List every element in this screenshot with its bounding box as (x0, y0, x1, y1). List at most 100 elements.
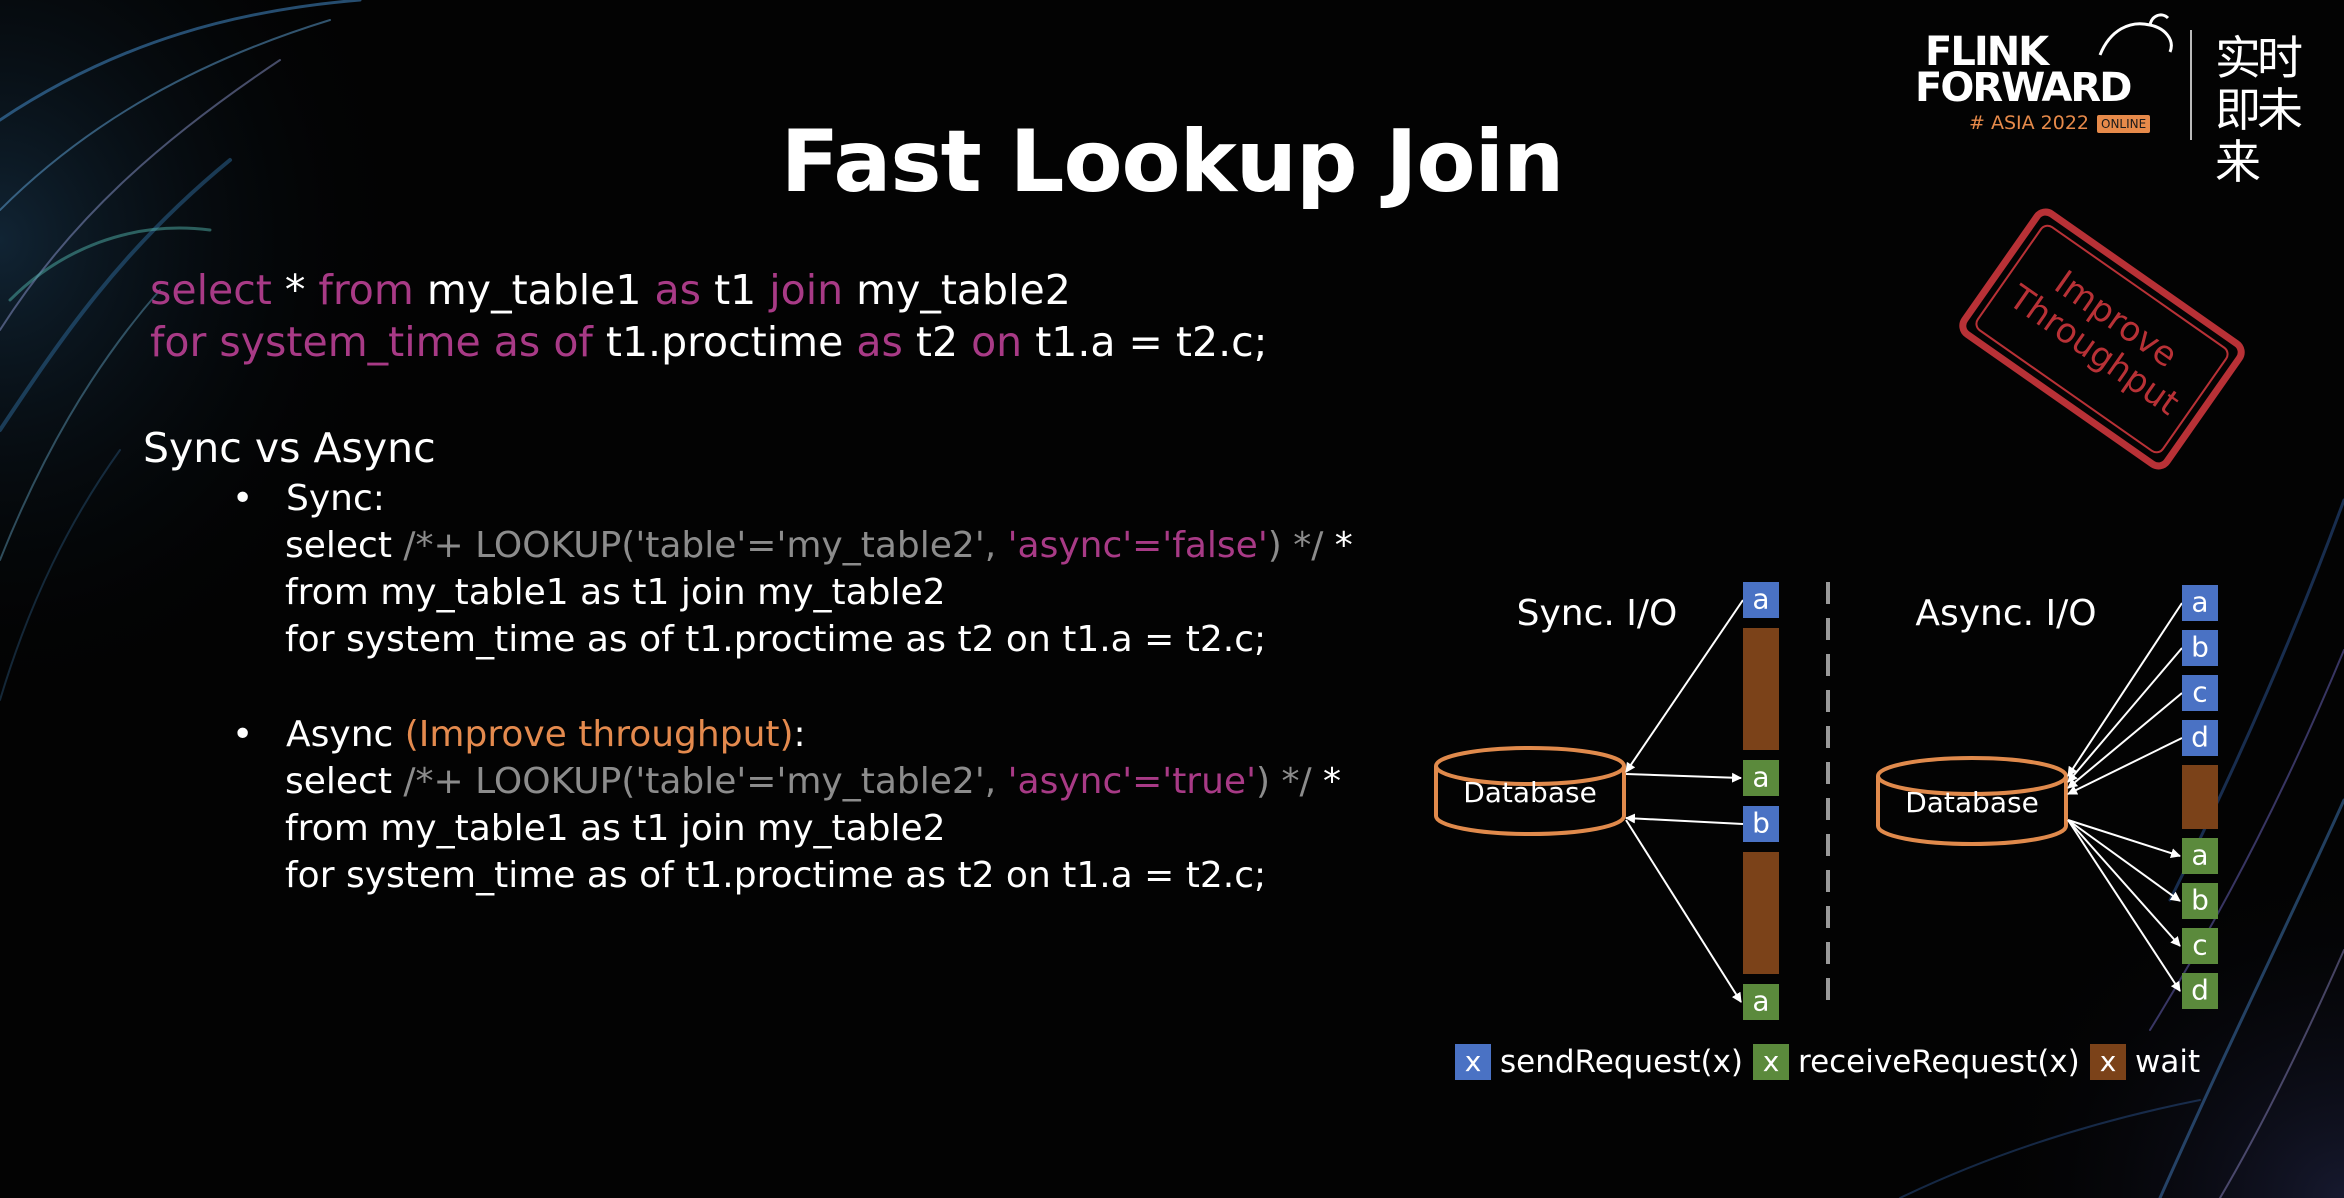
send-request-label: d (2191, 721, 2209, 754)
sql-identifier: * (271, 266, 319, 314)
async-select-keyword: select (285, 761, 404, 802)
receive-request-box (2182, 838, 2218, 874)
receive-request-box (2182, 973, 2218, 1009)
sql-keyword: as (654, 266, 702, 314)
async-code-line-2: from my_table1 as t1 join my_table2 (285, 808, 946, 849)
async-hint-star: * (1311, 761, 1342, 802)
sync-code-line-2: from my_table1 as t1 join my_table2 (285, 572, 946, 613)
receive-request-label: a (2191, 839, 2208, 872)
sql-identifier: t1.a = t2.c; (1022, 318, 1268, 366)
receive-arrow (2067, 819, 2181, 992)
sync-code-line-3: for system_time as of t1.proctime as t2 … (285, 619, 1267, 660)
async-code-line-3: for system_time as of t1.proctime as t2 … (285, 855, 1267, 896)
receive-arrow (1625, 772, 1742, 783)
legend-glyph: x (1465, 1045, 1482, 1078)
logo-online-badge: ONLINE (2097, 115, 2151, 133)
sync-arrows (1625, 599, 1744, 1003)
sync-io-title: Sync. I/O (1517, 593, 1678, 634)
receive-legend-swatch (1753, 1044, 1789, 1080)
send-arrow (1625, 599, 1744, 773)
send-arrow (2067, 692, 2183, 789)
send-arrow (2067, 602, 2183, 777)
send-request-box (2182, 675, 2218, 711)
sql-keyword: as (856, 318, 903, 366)
async-code-line-1: select /*+ LOOKUP('table'='my_table2', '… (285, 761, 1341, 802)
receive-arrow (1625, 819, 1742, 1003)
database-top (1434, 746, 1626, 786)
send-arrow (2067, 737, 2183, 795)
send-request-box (2182, 720, 2218, 756)
sync-hint-open: /*+ LOOKUP('table'='my_table2', (403, 525, 1008, 566)
wait-bar (2182, 765, 2218, 829)
async-hint-close: ) */ (1255, 761, 1312, 802)
query-line-2: for system_time as of t1.proctime as t2 … (150, 316, 1267, 368)
sql-keyword: join (769, 266, 844, 314)
wait-legend-label: wait (2135, 1044, 2200, 1080)
async-io-title: Async. I/O (1915, 593, 2096, 634)
sql-identifier: my_table1 (413, 266, 655, 314)
send-legend-label: sendRequest(x) (1500, 1044, 1743, 1080)
receive-request-label: a (1752, 761, 1769, 794)
receive-request-box (2182, 883, 2218, 919)
async-arrows (2067, 602, 2183, 992)
async-note: (Improve throughput) (404, 714, 794, 755)
sql-identifier: my_table2 (843, 266, 1071, 314)
sql-keyword: from (318, 266, 414, 314)
section-heading: Sync vs Async (143, 424, 436, 472)
query-line-1: select * from my_table1 as t1 join my_ta… (150, 264, 1071, 316)
database-top (1876, 756, 2068, 796)
async-hint-open: /*+ LOOKUP('table'='my_table2', (403, 761, 1008, 802)
async-colon: : (793, 714, 806, 755)
sync-code-line-1: select /*+ LOOKUP('table'='my_table2', '… (285, 525, 1353, 566)
send-arrow (2067, 647, 2183, 783)
wait-legend-swatch (2090, 1044, 2126, 1080)
send-request-label: c (2192, 676, 2207, 709)
sql-identifier: t1.proctime (592, 318, 857, 366)
async-database: Database (1876, 756, 2068, 846)
receive-legend-label: receiveRequest(x) (1798, 1044, 2080, 1080)
sync-hint-star: * (1323, 525, 1353, 566)
receive-request-label: b (2191, 884, 2209, 917)
send-request-box (2182, 630, 2218, 666)
sql-identifier: t1 (701, 266, 770, 314)
receive-arrow (2067, 819, 2181, 902)
receive-request-box (1743, 984, 1779, 1020)
send-request-box (1743, 806, 1779, 842)
bullet-dot: • (232, 714, 254, 755)
database-label: Database (1463, 776, 1597, 809)
receive-request-label: d (2191, 974, 2209, 1007)
receive-request-box (2182, 928, 2218, 964)
sync-hint-option: 'async'='false' (1007, 525, 1268, 566)
legend-glyph: x (1763, 1045, 1780, 1078)
async-hint-option: 'async'='true' (1007, 761, 1256, 802)
page-title: Fast Lookup Join (780, 112, 1565, 212)
bullet-dot: • (232, 478, 254, 519)
receive-request-label: c (2192, 929, 2207, 962)
send-request-label: b (2191, 631, 2209, 664)
send-request-box (2182, 585, 2218, 621)
receive-arrow (2067, 819, 2181, 859)
logo-line-forward: FORWARD (1915, 65, 2132, 111)
database-body (1434, 766, 1626, 836)
sql-identifier: t2 (902, 318, 972, 366)
legend-glyph: x (2100, 1045, 2117, 1078)
receive-arrow (2067, 819, 2181, 947)
async-label: Async (286, 714, 405, 755)
send-request-label: b (1752, 807, 1770, 840)
database-body (1876, 776, 2068, 846)
send-request-box (1743, 582, 1779, 618)
sql-keyword: on (971, 318, 1023, 366)
wait-bar (1743, 852, 1779, 974)
send-request-label: a (2191, 586, 2208, 619)
squirrel-icon (2098, 13, 2173, 56)
database-label: Database (1905, 786, 2039, 819)
sql-keyword: for system_time as of (150, 318, 593, 366)
logo-divider (2190, 30, 2192, 140)
logo-tagline: 实时即未来 (2215, 31, 2303, 189)
sync-select-keyword: select (285, 525, 404, 566)
